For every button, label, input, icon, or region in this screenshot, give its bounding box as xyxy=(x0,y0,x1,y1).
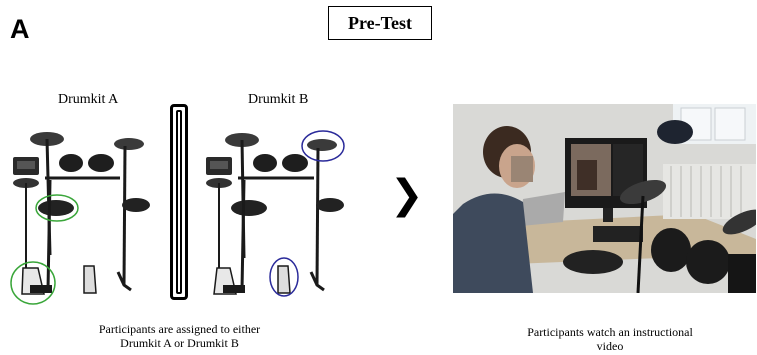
caption-right: Participants watch an instructional vide… xyxy=(510,325,710,353)
caption-left-line2: Drumkit A or Drumkit B xyxy=(120,336,239,350)
chevron-right-icon: ❯ xyxy=(390,172,424,218)
drumkit-a-label: Drumkit A xyxy=(58,92,119,107)
phase-title-box: Pre-Test xyxy=(328,6,432,40)
drumkit-a-image xyxy=(10,132,150,305)
caption-right-line1: Participants watch an instructional xyxy=(527,325,693,339)
caption-left-line1: Participants are assigned to either xyxy=(98,322,261,336)
drumkit-b-label: Drumkit B xyxy=(248,92,309,107)
vs-divider xyxy=(170,104,188,300)
phase-title: Pre-Test xyxy=(348,12,412,33)
caption-left: Participants are assigned to either Drum… xyxy=(62,322,297,350)
participant-photo xyxy=(453,104,756,293)
panel-letter: A xyxy=(10,14,30,44)
caption-right-line2: video xyxy=(596,339,624,353)
drumkit-b-image xyxy=(206,130,345,297)
